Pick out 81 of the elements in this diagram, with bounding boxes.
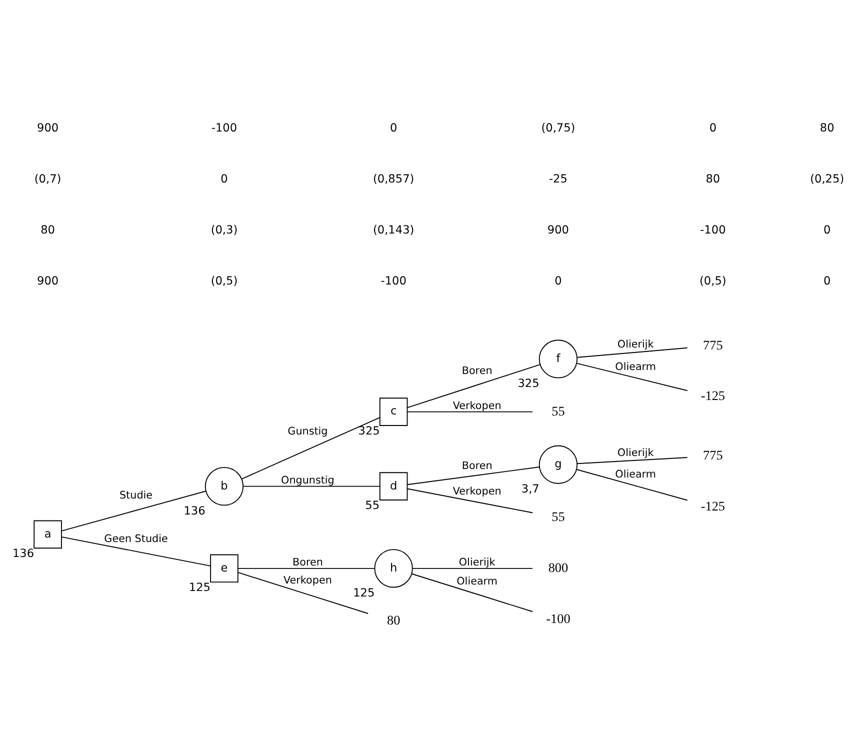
edge-label: Olierijk bbox=[458, 556, 496, 568]
node-label: 136 bbox=[12, 546, 34, 560]
label: 0 bbox=[220, 171, 228, 186]
connector bbox=[412, 567, 533, 568]
label: 80 bbox=[40, 222, 56, 236]
connector bbox=[238, 567, 375, 568]
label: (0,143) bbox=[372, 222, 414, 236]
connector bbox=[576, 346, 688, 358]
connector bbox=[406, 466, 540, 485]
label: -100 bbox=[211, 120, 238, 134]
label: 0 bbox=[824, 222, 831, 236]
label: 0 bbox=[709, 120, 717, 134]
label: 0 bbox=[554, 273, 562, 288]
label: 0 bbox=[390, 120, 398, 134]
node-text: 800 bbox=[548, 559, 568, 574]
edge-label: Boren bbox=[462, 460, 492, 472]
edge-label: Gunstig bbox=[288, 424, 328, 437]
node-text: 80 bbox=[386, 612, 400, 628]
node-box: d bbox=[379, 472, 408, 500]
edge-label: Geen Studie bbox=[104, 532, 168, 544]
connector bbox=[61, 536, 211, 566]
connector bbox=[242, 485, 380, 486]
edge-label: Boren bbox=[462, 364, 492, 376]
node-box: a bbox=[34, 520, 62, 548]
label: 900 bbox=[547, 222, 570, 236]
label: 80 bbox=[706, 171, 720, 186]
node-text: 55 bbox=[552, 402, 565, 418]
node-text: 55 bbox=[552, 508, 565, 524]
node-text: -100 bbox=[546, 610, 570, 626]
node-label: 325 bbox=[518, 375, 540, 390]
connector bbox=[241, 416, 380, 479]
connector bbox=[576, 456, 688, 464]
edge-label: Boren bbox=[292, 556, 323, 568]
node-label: 325 bbox=[358, 423, 380, 438]
node-label: 136 bbox=[184, 502, 206, 517]
label: (0,75) bbox=[541, 120, 576, 134]
label: 80 bbox=[820, 120, 834, 134]
edge-label: Ongunstig bbox=[281, 474, 334, 486]
edge-label: Oliearm bbox=[615, 360, 656, 373]
node-label: 55 bbox=[365, 498, 380, 512]
label: -100 bbox=[700, 222, 726, 236]
connector bbox=[576, 362, 688, 391]
label: (0,7) bbox=[34, 171, 62, 186]
label: (0,3) bbox=[210, 222, 238, 236]
edge-label: Verkopen bbox=[452, 399, 502, 412]
edge-label: Olierijk bbox=[617, 446, 654, 458]
connector bbox=[576, 468, 688, 500]
label: (0,25) bbox=[810, 171, 844, 186]
label: 900 bbox=[37, 120, 59, 134]
edge-label: Olierijk bbox=[617, 338, 654, 350]
edge-label: Oliearm bbox=[456, 574, 498, 587]
edge-label: Studie bbox=[120, 488, 153, 501]
edge-label: Verkopen bbox=[452, 485, 502, 498]
node-box: e bbox=[210, 554, 238, 582]
connector bbox=[406, 364, 540, 408]
node-box: c bbox=[379, 397, 408, 426]
node-label: 125 bbox=[353, 584, 375, 599]
node-circle: b bbox=[204, 466, 244, 506]
node-label: 3,7 bbox=[521, 481, 540, 496]
label: (0,857) bbox=[372, 171, 414, 186]
edge-label: Verkopen bbox=[284, 574, 332, 586]
connector bbox=[61, 490, 206, 531]
label: 900 bbox=[37, 273, 59, 288]
connector bbox=[238, 572, 369, 614]
node-circle: f bbox=[538, 339, 578, 378]
node-text: -125 bbox=[700, 388, 726, 403]
node-text: 775 bbox=[703, 447, 723, 462]
label: -100 bbox=[380, 273, 406, 288]
node-text: -125 bbox=[700, 498, 726, 514]
edge-label: Oliearm bbox=[615, 468, 656, 480]
label: -25 bbox=[548, 171, 568, 186]
label: 0 bbox=[824, 273, 831, 288]
connector bbox=[406, 410, 534, 412]
label: (0,5) bbox=[210, 273, 238, 288]
connector bbox=[411, 572, 534, 612]
node-circle: h bbox=[374, 548, 413, 588]
node-circle: g bbox=[538, 444, 578, 484]
connector bbox=[406, 488, 534, 513]
node-text: 775 bbox=[703, 336, 723, 352]
node-label: 125 bbox=[188, 580, 210, 594]
label: (0,5) bbox=[700, 273, 726, 288]
